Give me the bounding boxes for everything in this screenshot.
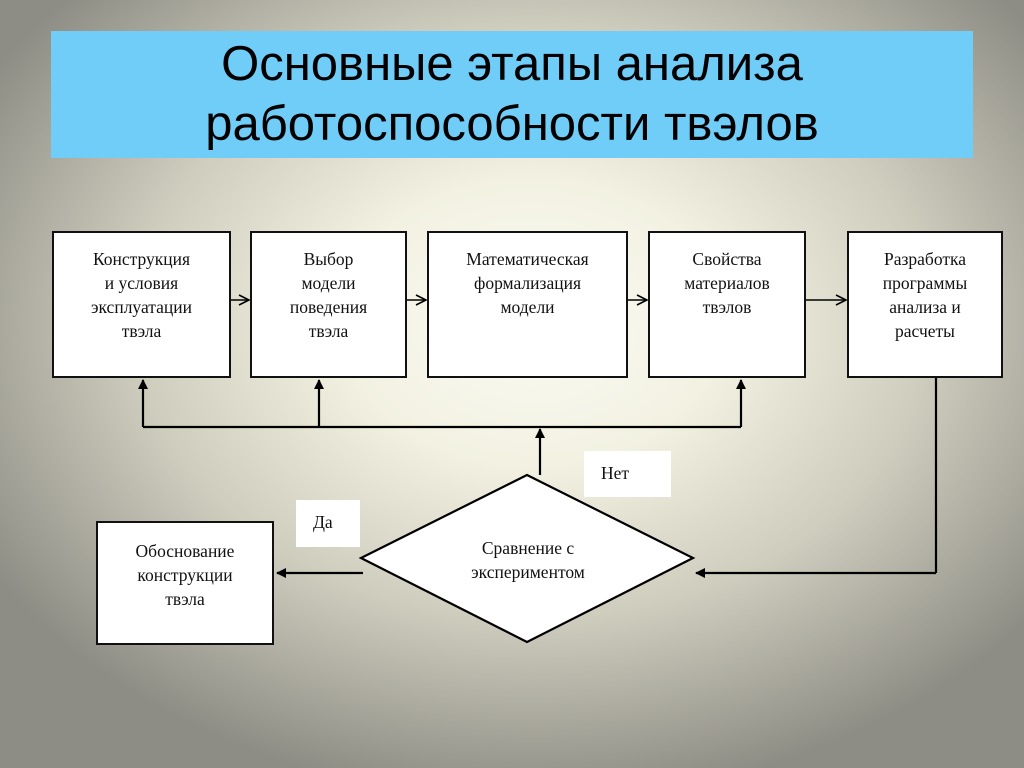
step-box-design-conditions: Конструкция и условия эксплуатации твэла (52, 231, 231, 378)
step1-line-1: Конструкция (92, 249, 191, 269)
result-box-design-justification: Обоснование конструкции твэла (96, 521, 274, 645)
step3-line-3: модели (500, 297, 555, 317)
decision-label: Сравнение с экспериментом (430, 536, 626, 584)
step1-line-4: твэла (121, 321, 162, 341)
step1-line-3: эксплуатации (90, 297, 192, 317)
result-line-3: твэла (165, 589, 205, 609)
step-box-math-formalization: Математическая формализация модели (427, 231, 628, 378)
title-banner (51, 31, 973, 158)
step3-line-1: Математическая (466, 249, 589, 269)
step5-line-2: программы (882, 273, 968, 293)
no-label: Нет (584, 451, 671, 497)
decision-line-1: Сравнение с (481, 538, 575, 558)
step5-line-4: расчеты (895, 321, 955, 341)
step4-line-3: твэлов (702, 297, 752, 317)
step-box-model-selection: Выбор модели поведения твэла (250, 231, 407, 378)
result-line-1: Обоснование (135, 541, 235, 561)
yes-label: Да (296, 500, 360, 547)
step-box-program-development: Разработка программы анализа и расчеты (847, 231, 1003, 378)
step3-line-2: формализация (473, 273, 581, 293)
step1-line-2: и условия (104, 273, 179, 293)
step5-line-1: Разработка (883, 249, 966, 269)
step4-line-2: материалов (684, 273, 770, 293)
step2-line-1: Выбор (303, 249, 354, 269)
step2-line-4: твэла (308, 321, 349, 341)
step2-line-2: модели (301, 273, 356, 293)
step5-line-3: анализа и (889, 297, 961, 317)
decision-diamond (358, 473, 696, 644)
step4-line-1: Свойства (692, 249, 762, 269)
title-line-2: работоспособности твэлов (205, 97, 819, 151)
result-line-2: конструкции (137, 565, 233, 585)
step-box-material-properties: Свойства материалов твэлов (648, 231, 806, 378)
step2-line-3: поведения (289, 297, 368, 317)
decision-line-2: экспериментом (471, 562, 585, 582)
page-title: Основные этапы анализа работоспособности… (51, 34, 973, 154)
title-line-1: Основные этапы анализа (221, 37, 803, 91)
